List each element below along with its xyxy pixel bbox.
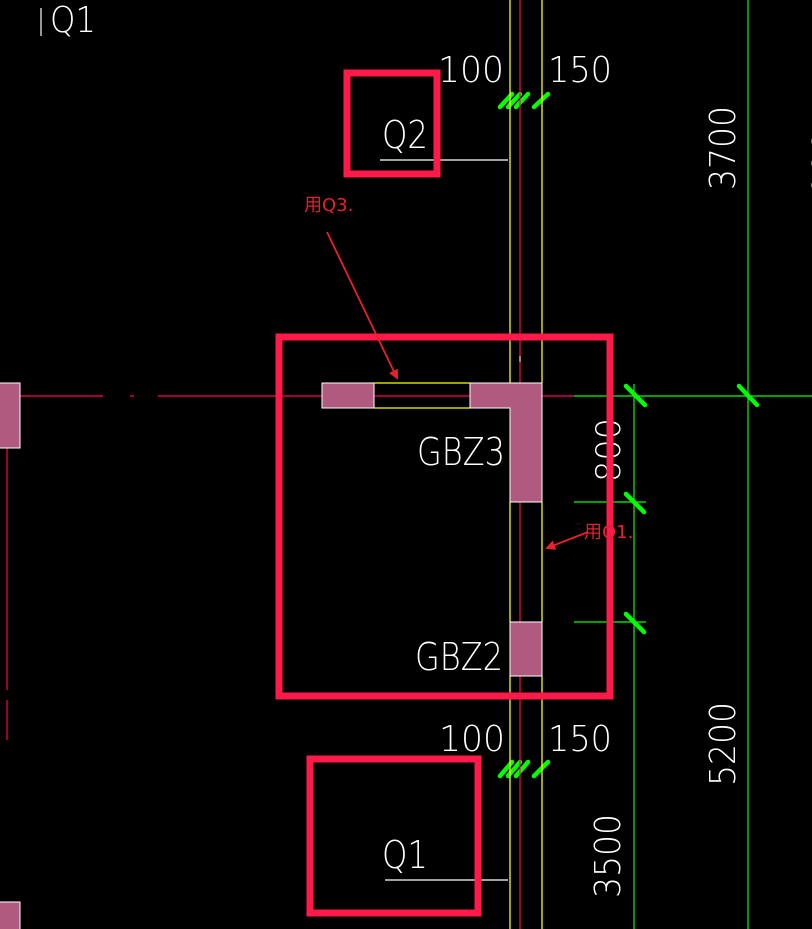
- dim-bottom-100: 100: [439, 719, 505, 760]
- note-use-q3: 用Q3.: [304, 195, 353, 216]
- dim-top-150: 150: [548, 50, 612, 91]
- dim-5200: 5200: [703, 702, 744, 786]
- annotation-arrows: [326, 231, 589, 550]
- column-gbz3: [469, 382, 543, 503]
- column-gbz2: [509, 621, 543, 677]
- markup-box-q2: [343, 69, 441, 178]
- note-use-q1: 用Q1.: [584, 522, 633, 543]
- wall-lines: [0, 0, 543, 929]
- markup-box-q1: [306, 755, 482, 917]
- column-edge-top: [0, 382, 21, 449]
- dim-3500: 3500: [588, 814, 629, 898]
- label-leaders: [40, 8, 508, 881]
- column-left-stub: [321, 382, 375, 409]
- markup-boxes: [275, 69, 614, 917]
- label-gbz3: GBZ3: [417, 430, 505, 474]
- markup-box-columns: [275, 333, 614, 700]
- column-edge-bottom: [0, 901, 21, 929]
- label-gbz2: GBZ2: [415, 635, 503, 679]
- dim-bottom-150: 150: [548, 719, 612, 760]
- arrow-use-q3: [326, 231, 399, 380]
- label-q1-top: Q1: [50, 0, 96, 41]
- dimension-lines: [574, 0, 812, 929]
- arrow-use-q1: [545, 531, 589, 550]
- wall-columns: [0, 382, 543, 929]
- label-q2: Q2: [382, 113, 428, 157]
- dim-3700: 3700: [703, 106, 744, 190]
- label-q1-bottom: Q1: [382, 833, 428, 877]
- dim-top-100: 100: [438, 50, 504, 91]
- dim-cut-right: 17000: [806, 130, 812, 240]
